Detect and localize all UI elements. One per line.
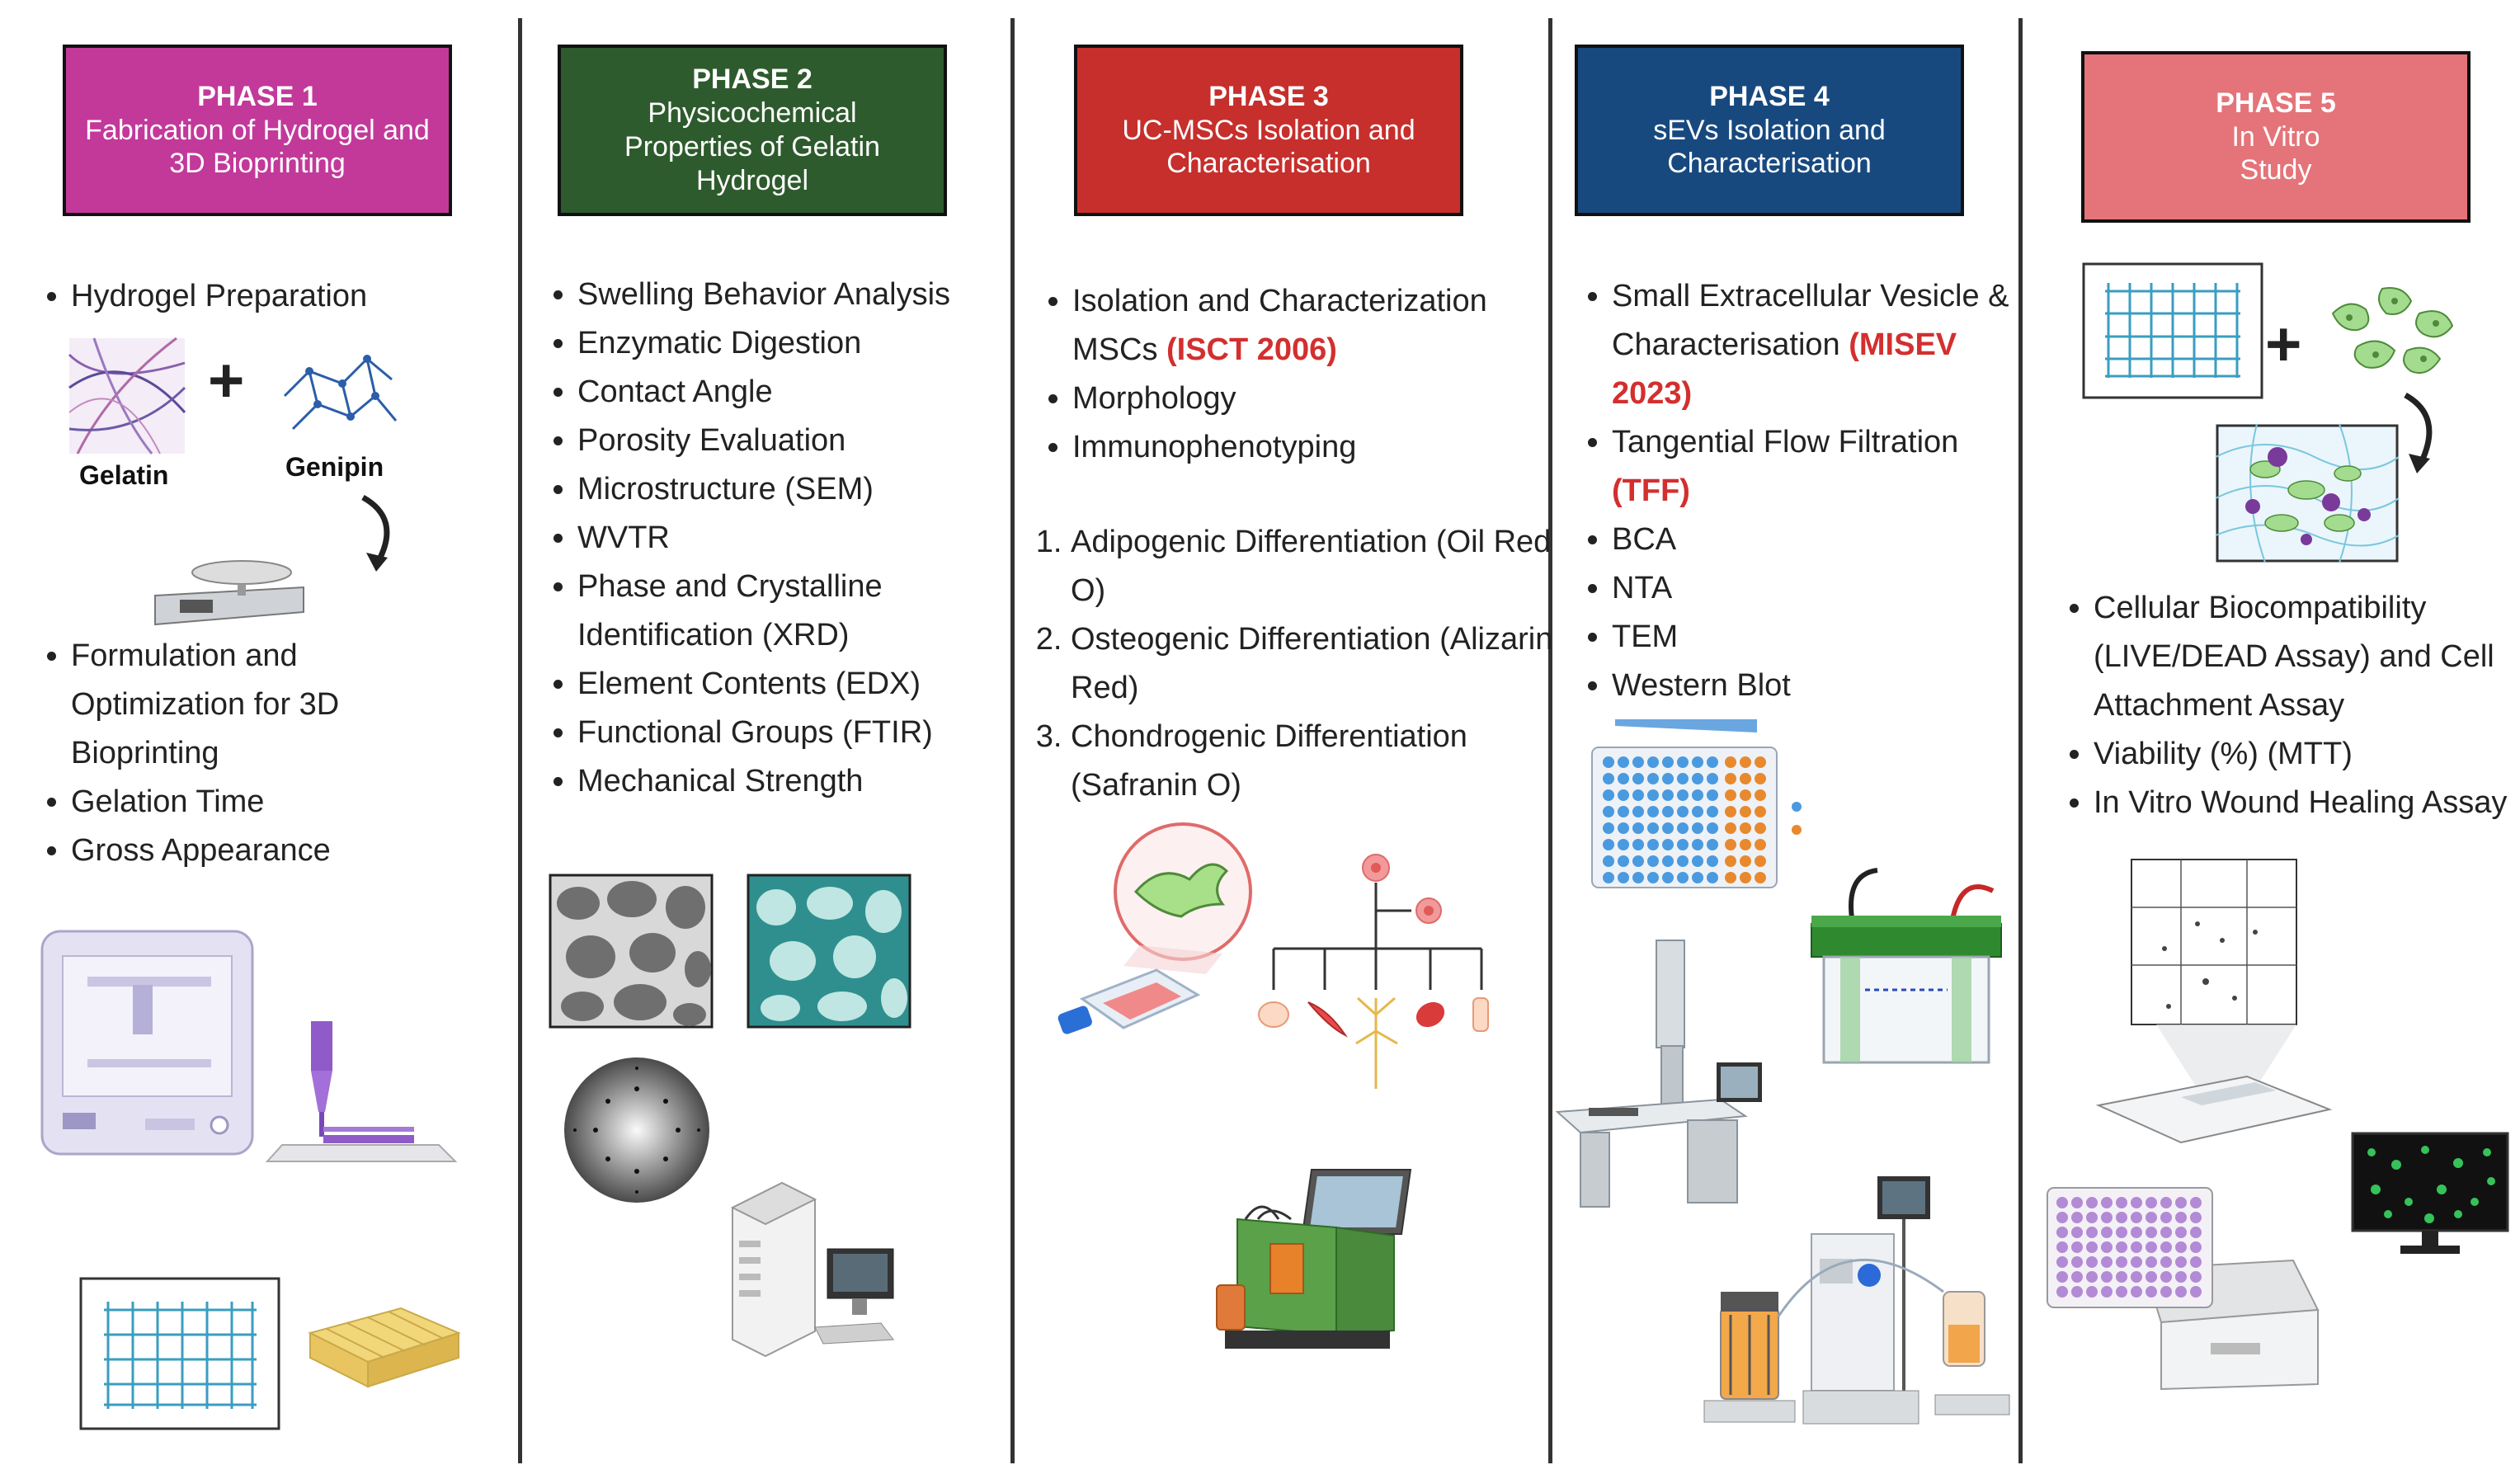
list-item: Osteogenic Differentiation (Alizarin Red… xyxy=(1071,615,1566,713)
phase-2-header: PHASE 2 Physicochemical Properties of Ge… xyxy=(558,45,947,216)
gelatin-illustration xyxy=(68,337,186,455)
flow-cytometer-icon xyxy=(1216,1169,1412,1349)
cell-laden-hydrogel-icon xyxy=(2215,423,2400,563)
phase-5-title: In Vitro Study xyxy=(2231,120,2320,186)
cells-icon xyxy=(2331,287,2454,374)
phase-3-bullet-list: Isolation and Characterization MSCs (ISC… xyxy=(1036,277,1567,472)
phase-1-title: Fabrication of Hydrogel and 3D Bioprinti… xyxy=(85,114,430,180)
list-item: Element Contents (EDX) xyxy=(577,660,1039,709)
list-item: Adipogenic Differentiation (Oil Red O) xyxy=(1071,518,1566,615)
list-item: Viability (%) (MTT) xyxy=(2094,730,2520,779)
list-item: Chondrogenic Differentiation (Safranin O… xyxy=(1071,713,1566,810)
column-divider xyxy=(2018,18,2023,1463)
list-item: Cellular Biocompatibility (LIVE/DEAD Ass… xyxy=(2094,584,2520,730)
phase-5-list: Cellular Biocompatibility (LIVE/DEAD Ass… xyxy=(2057,584,2520,827)
list-item: Immunophenotyping xyxy=(1072,423,1567,472)
xrd-diffraction-pattern-icon xyxy=(564,1057,709,1203)
ftir-instrument-icon xyxy=(730,1181,894,1358)
printed-grid-icon xyxy=(79,1277,280,1430)
phase-4-list: Small Extracellular Vesicle & Characteri… xyxy=(1576,272,2041,710)
phase-3-numbered-list: Adipogenic Differentiation (Oil Red O) O… xyxy=(1028,518,1566,810)
plus-icon: + xyxy=(208,346,245,416)
phase-2-label: PHASE 2 xyxy=(692,64,813,96)
phase-1-label: PHASE 1 xyxy=(197,80,318,112)
list-item: In Vitro Wound Healing Assay xyxy=(2094,779,2520,827)
list-item: Swelling Behavior Analysis xyxy=(577,271,1039,319)
plus-icon: + xyxy=(2265,309,2302,379)
list-item: Phase and Crystalline Identification (XR… xyxy=(577,563,957,660)
column-divider xyxy=(1548,18,1552,1463)
phase-2-list: Swelling Behavior Analysis Enzymatic Dig… xyxy=(541,271,1039,806)
list-item: Functional Groups (FTIR) xyxy=(577,709,1039,757)
genipin-illustration xyxy=(283,355,398,431)
mtt-plate-reader-icon xyxy=(2047,1187,2320,1391)
list-item: Contact Angle xyxy=(577,368,1039,417)
tff-filtration-system-icon xyxy=(1703,1176,2010,1425)
list-item: TEM xyxy=(1612,613,2041,662)
list-item: Formulation and Optimization for 3D Biop… xyxy=(71,632,459,778)
list-item: BCA xyxy=(1612,516,2041,564)
sem-porous-image-icon xyxy=(549,874,714,1029)
phase-3-header: PHASE 3 UC-MSCs Isolation and Characteri… xyxy=(1074,45,1463,216)
phase-5-label: PHASE 5 xyxy=(2216,87,2336,119)
list-item: Hydrogel Preparation xyxy=(71,272,533,321)
differentiation-lineage-tree-icon xyxy=(1258,854,1489,1089)
western-blot-tank-icon xyxy=(1811,868,2002,1064)
bca-well-plate-icon xyxy=(1591,719,1802,888)
gelatin-label: Gelatin xyxy=(79,460,169,490)
list-item: Western Blot xyxy=(1612,662,2041,710)
list-item: Porosity Evaluation xyxy=(577,417,1039,465)
phase-1-header: PHASE 1 Fabrication of Hydrogel and 3D B… xyxy=(63,45,452,216)
curved-arrow-icon xyxy=(361,494,390,572)
reference-highlight: (ISCT 2006) xyxy=(1166,332,1337,367)
scaffold-icon xyxy=(308,1307,461,1388)
list-item: Mechanical Strength xyxy=(577,757,1039,806)
balance-scale-icon xyxy=(154,560,304,626)
list-item: WVTR xyxy=(577,514,1039,563)
porous-network-icon xyxy=(747,874,911,1029)
column-divider xyxy=(1010,18,1015,1463)
reference-highlight: (MISEV 2023) xyxy=(1612,327,1957,411)
list-item: Isolation and Characterization MSCs (ISC… xyxy=(1072,277,1567,374)
genipin-label: Genipin xyxy=(285,452,384,482)
hydrogel-grid-icon xyxy=(2082,262,2263,399)
phase-4-title: sEVs Isolation and Characterisation xyxy=(1653,114,1886,180)
bioprinting-nozzle-icon xyxy=(265,1021,458,1162)
list-item: Morphology xyxy=(1072,374,1567,423)
list-item: Gelation Time xyxy=(71,778,459,827)
msc-culture-flask-icon xyxy=(1057,822,1252,1034)
phase-5-header: PHASE 5 In Vitro Study xyxy=(2081,51,2471,223)
list-item: NTA xyxy=(1612,564,2041,613)
reference-highlight: (TFF) xyxy=(1612,473,1690,508)
wound-healing-microscopy-icon xyxy=(2095,859,2333,1144)
list-item: Gross Appearance xyxy=(71,827,459,875)
3d-bioprinter-icon xyxy=(40,930,254,1156)
phase-4-label: PHASE 4 xyxy=(1709,80,1830,112)
phase-1-list-b: Formulation and Optimization for 3D Biop… xyxy=(35,632,459,875)
tem-microscope-icon xyxy=(1555,940,1762,1208)
phase-3-label: PHASE 3 xyxy=(1208,80,1329,112)
phase-2-title: Physicochemical Properties of Gelatin Hy… xyxy=(624,97,880,196)
list-item: Enzymatic Digestion xyxy=(577,319,1039,368)
list-item: Tangential Flow Filtration (TFF) xyxy=(1612,418,2041,516)
phase-4-header: PHASE 4 sEVs Isolation and Characterisat… xyxy=(1575,45,1964,216)
live-dead-monitor-icon xyxy=(2351,1132,2509,1254)
phase-3-title: UC-MSCs Isolation and Characterisation xyxy=(1122,114,1415,180)
column-divider xyxy=(518,18,522,1463)
list-item: Small Extracellular Vesicle & Characteri… xyxy=(1612,272,2041,418)
list-item: Microstructure (SEM) xyxy=(577,465,1039,514)
curved-arrow-icon xyxy=(2404,392,2433,473)
phase-1-list-a: Hydrogel Preparation xyxy=(35,272,533,321)
